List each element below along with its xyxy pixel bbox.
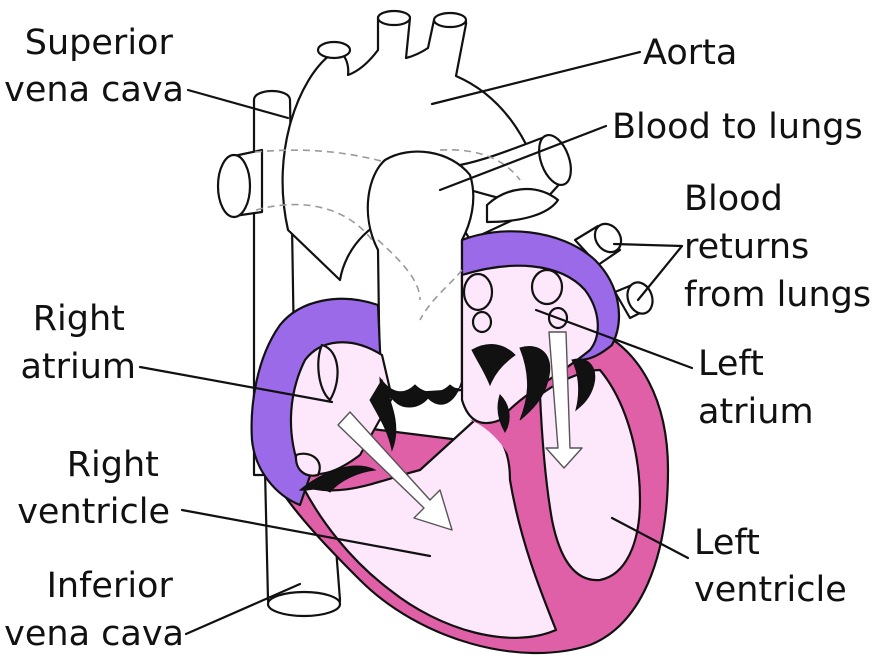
left-carotid-opening: [434, 13, 466, 27]
brachiocephalic-opening: [378, 11, 410, 25]
label-left-atrium: Left atrium: [698, 344, 814, 432]
pulmonary-vein-opening-1: [464, 274, 492, 310]
inferior-vena-cava-opening: [268, 592, 340, 616]
label-aorta: Aorta: [643, 33, 737, 73]
left-subclavian-opening: [318, 42, 350, 58]
label-blood-to-lungs: Blood to lungs: [612, 107, 863, 147]
left-pulmonary-vein: [218, 150, 262, 217]
pulmonary-vein-opening-2: [532, 270, 562, 304]
label-right-atrium: Right atrium: [20, 299, 136, 387]
leader-aorta: [432, 52, 640, 104]
label-blood-returns: Blood returns from lungs: [684, 179, 871, 315]
label-inferior-vena-cava: Inferior vena cava: [4, 566, 184, 654]
label-right-ventricle: Right ventricle: [17, 445, 170, 532]
pulmonary-vein-opening-3: [473, 312, 491, 332]
label-superior-vena-cava: Superior vena cava: [4, 23, 184, 110]
label-left-ventricle: Left ventricle: [694, 523, 847, 610]
